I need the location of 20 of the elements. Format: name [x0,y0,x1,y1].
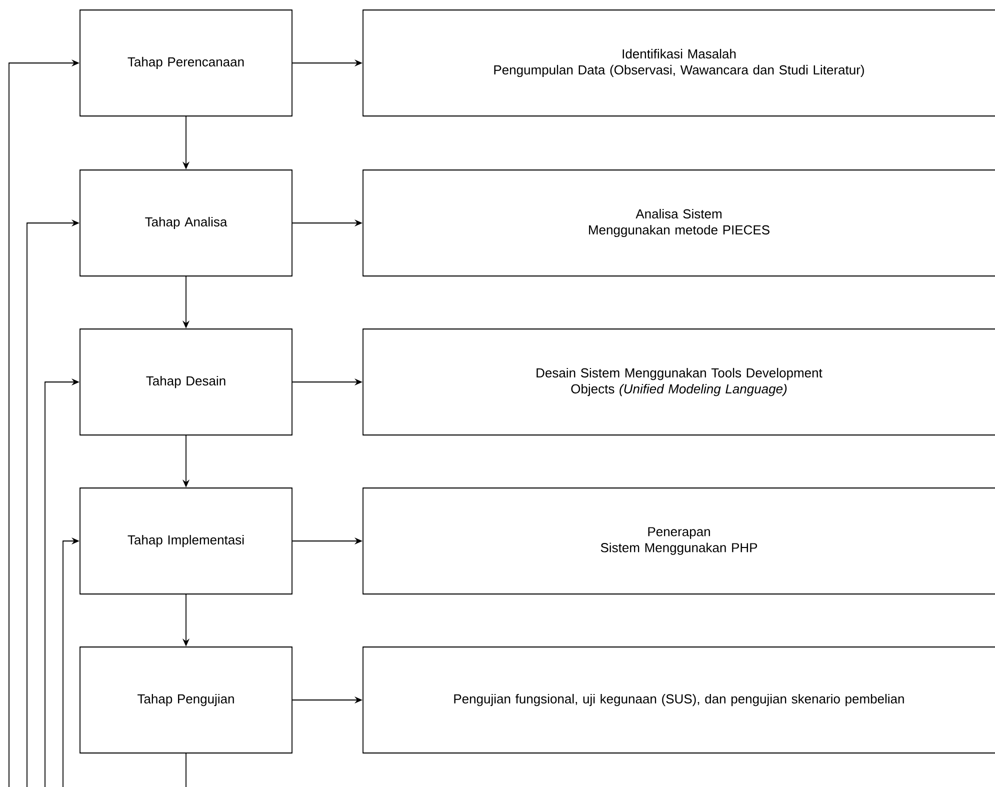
stage-box [80,488,292,594]
box-text: Analisa Sistem Menggunakan metode PIECES [589,208,770,238]
box-text: Tahap Desain [146,376,226,388]
box-text: Tahap Perencanaan [128,56,244,70]
box-text: Tahap Analisa [145,216,228,230]
stage-box [80,646,292,754]
box-text: Desain Sistem Menggunakan Tools Development Objects (Unified Modeling Language) [536,368,822,396]
stage-box [80,328,292,436]
description-box [362,488,995,594]
stage-box [80,10,292,116]
stage-box [80,170,292,276]
description-box [362,646,995,754]
description-box [362,328,995,436]
box-text: Tahap Pengujian [138,694,234,706]
box-text: Penerapan Sistem Menggunakan PHP [600,527,758,555]
box-text: Tahap Implementasi [128,534,244,548]
box-text: Pengujian fungsional, uji kegunaan (SUS), dan pengujian skenario pembelian [454,694,904,706]
box-text: Identifikasi Masalah Pengumpulan Data (Observasi, Wawancara dan Studi Literatur) [494,48,864,78]
description-box [362,10,995,116]
description-box [362,170,995,276]
